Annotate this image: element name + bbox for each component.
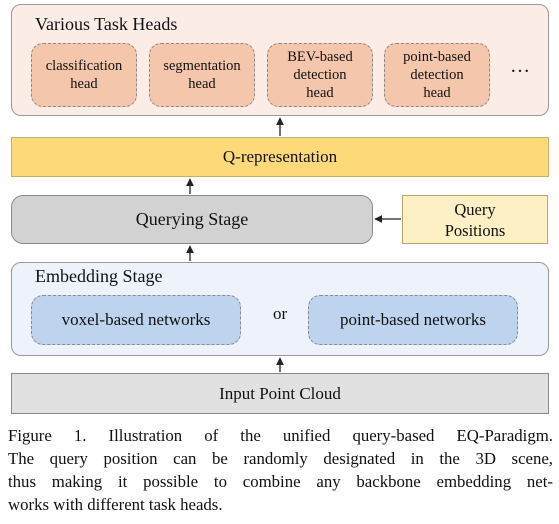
head-label-line: detection	[410, 67, 464, 83]
input-point-cloud-box: Input Point Cloud	[11, 373, 549, 414]
or-connector: or	[273, 304, 288, 323]
point-detection-head-box: point-based detection head	[384, 43, 490, 107]
querying-stage-label: Querying Stage	[135, 209, 249, 229]
task-heads-panel: Various Task Heads classification head s…	[11, 4, 549, 116]
q-representation-box: Q-representation	[11, 137, 549, 177]
head-label-line: head	[306, 85, 334, 101]
caption-line: works with different task heads.	[8, 495, 223, 514]
more-heads-ellipsis: …	[510, 55, 531, 77]
head-label-line: segmentation	[163, 58, 241, 74]
embedding-stage-panel: Embedding Stage voxel-based networks or …	[11, 262, 549, 356]
embedding-stage-title: Embedding Stage	[35, 266, 163, 286]
segmentation-head-box: segmentation head	[149, 43, 255, 107]
query-positions-box: Query Positions	[402, 195, 548, 244]
caption-line: The query position can be randomly desig…	[8, 449, 553, 468]
point-networks-label: point-based networks	[340, 310, 486, 329]
voxel-networks-box: voxel-based networks	[31, 295, 241, 345]
head-label-line: head	[70, 76, 98, 92]
query-positions-line: Positions	[444, 220, 506, 240]
head-label-line: head	[423, 85, 451, 101]
head-label-line: detection	[293, 67, 347, 83]
bev-detection-head-box: BEV-based detection head	[267, 43, 373, 107]
head-label-line: classification	[45, 58, 123, 74]
caption-line: Figure 1. Illustration of the unified qu…	[8, 426, 553, 445]
input-point-cloud-label: Input Point Cloud	[219, 383, 341, 403]
point-networks-box: point-based networks	[308, 295, 518, 345]
head-label-line: head	[188, 76, 216, 92]
query-positions-line: Query	[454, 199, 496, 219]
figure-caption: Figure 1. Illustration of the unified qu…	[8, 424, 553, 516]
caption-line: thus making it possible to combine any b…	[8, 472, 553, 491]
task-heads-title: Various Task Heads	[35, 14, 178, 34]
classification-head-box: classification head	[31, 43, 137, 107]
q-representation-label: Q-representation	[222, 147, 338, 166]
head-label-line: BEV-based	[287, 49, 353, 65]
voxel-networks-label: voxel-based networks	[61, 310, 211, 329]
querying-stage-box: Querying Stage	[11, 195, 373, 244]
head-label-line: point-based	[403, 49, 471, 65]
